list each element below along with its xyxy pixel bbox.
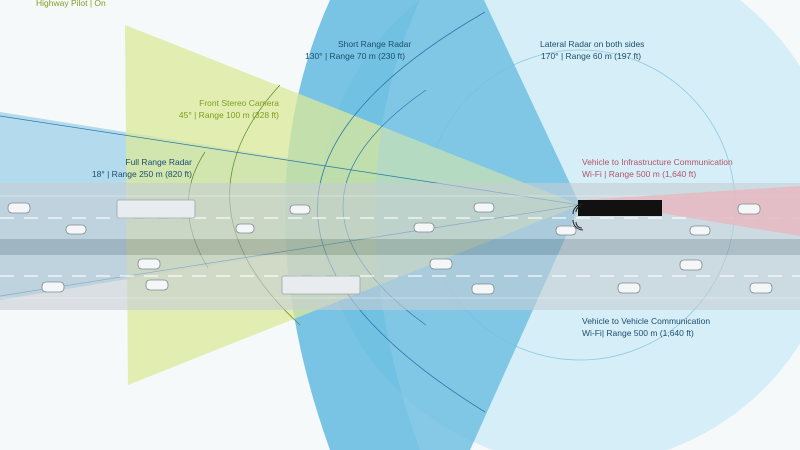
car-icon	[413, 222, 435, 233]
v2v-spec: Wi-Fi| Range 500 m (1,640 ft)	[582, 328, 694, 338]
car-icon	[429, 258, 453, 270]
ego-truck-icon	[578, 200, 662, 216]
car-icon	[7, 202, 31, 214]
lateral-radar-name: Lateral Radar on both sides	[540, 39, 645, 49]
car-icon	[555, 225, 577, 236]
truck-icon	[116, 199, 196, 219]
v2i-spec: Wi-Fi | Range 500 m (1,640 ft)	[582, 169, 697, 179]
v2i-zone	[582, 186, 800, 236]
car-icon	[289, 204, 311, 215]
full-range-radar-spec: 18° | Range 250 m (820 ft)	[91, 169, 192, 179]
car-icon	[41, 281, 65, 293]
highway-pilot-status: Highway Pilot | On	[36, 0, 106, 8]
v2i-name: Vehicle to Infrastructure Communication	[582, 157, 733, 167]
truck-icon	[281, 275, 361, 295]
lateral-radar-spec: 170° | Range 60 m (197 ft)	[541, 51, 642, 61]
road-median	[0, 239, 800, 255]
full-range-radar-name: Full Range Radar	[125, 157, 192, 167]
car-icon	[471, 283, 495, 295]
car-icon	[737, 203, 761, 215]
car-icon	[749, 282, 773, 294]
car-icon	[689, 225, 711, 236]
short-range-radar-spec: 130° | Range 70 m (230 ft)	[305, 51, 406, 61]
front-camera-spec: 45° | Range 100 m (328 ft)	[178, 110, 279, 120]
car-icon	[679, 259, 703, 271]
car-icon	[235, 223, 255, 234]
wifi-icon	[572, 203, 584, 231]
cars	[7, 202, 773, 295]
road-lower-lanes	[0, 255, 800, 310]
car-icon	[65, 224, 87, 235]
v2v-name: Vehicle to Vehicle Communication	[582, 316, 711, 326]
car-icon	[473, 202, 495, 213]
front-camera-name: Front Stereo Camera	[199, 98, 279, 108]
short-range-radar-name: Short Range Radar	[338, 39, 412, 49]
car-icon	[137, 258, 161, 270]
car-icon	[617, 282, 641, 294]
car-icon	[145, 279, 169, 291]
